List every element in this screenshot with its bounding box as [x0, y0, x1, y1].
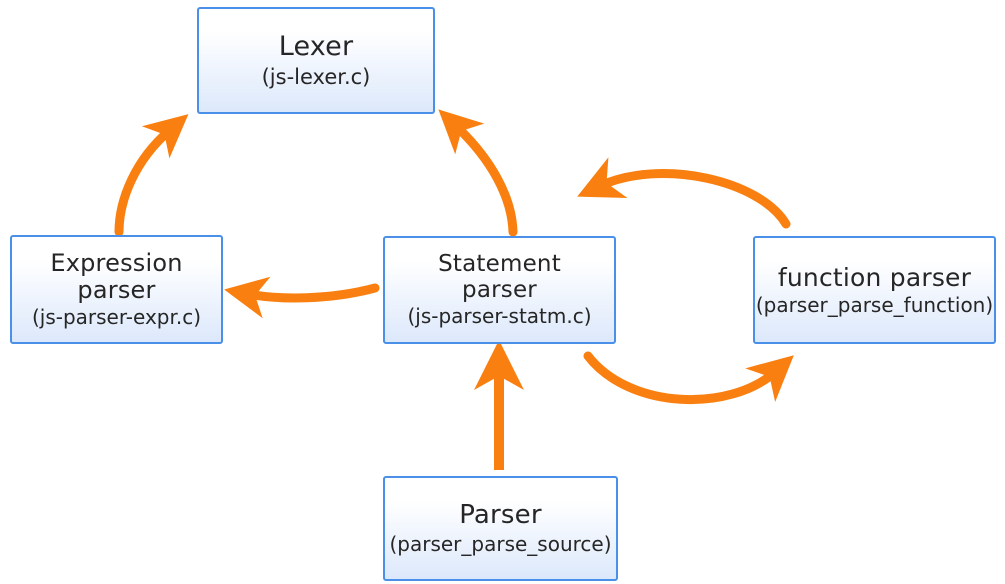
arrow-function-parser-to-statement-parser	[577, 157, 791, 229]
node-statement-parser-title: Statement parser	[438, 250, 561, 303]
node-statement-parser[interactable]: Statement parser (js-parser-statm.c)	[383, 236, 616, 344]
arrow-statement-parser-to-function-parser	[583, 351, 794, 405]
node-function-parser-title: function parser	[777, 262, 972, 292]
arrow-statement-parser-to-expression-parser	[224, 276, 380, 319]
node-expression-parser[interactable]: Expression parser (js-parser-expr.c)	[10, 235, 223, 344]
node-statement-parser-subtitle: (js-parser-statm.c)	[407, 304, 592, 329]
node-function-parser[interactable]: function parser (parser_parse_function)	[753, 236, 996, 344]
node-parser[interactable]: Parser (parser_parse_source)	[383, 476, 618, 581]
node-lexer-subtitle: (js-lexer.c)	[261, 64, 371, 89]
node-lexer-title: Lexer	[278, 31, 354, 63]
node-expression-parser-subtitle: (js-parser-expr.c)	[31, 304, 202, 329]
arrow-expression-parser-to-lexer	[114, 114, 189, 237]
arrow-statement-parser-to-lexer	[438, 109, 518, 237]
node-function-parser-subtitle: (parser_parse_function)	[755, 292, 994, 317]
node-parser-subtitle: (parser_parse_source)	[389, 531, 612, 556]
node-lexer[interactable]: Lexer (js-lexer.c)	[197, 7, 435, 114]
node-parser-title: Parser	[459, 500, 542, 531]
node-expression-parser-title: Expression parser	[50, 249, 183, 304]
